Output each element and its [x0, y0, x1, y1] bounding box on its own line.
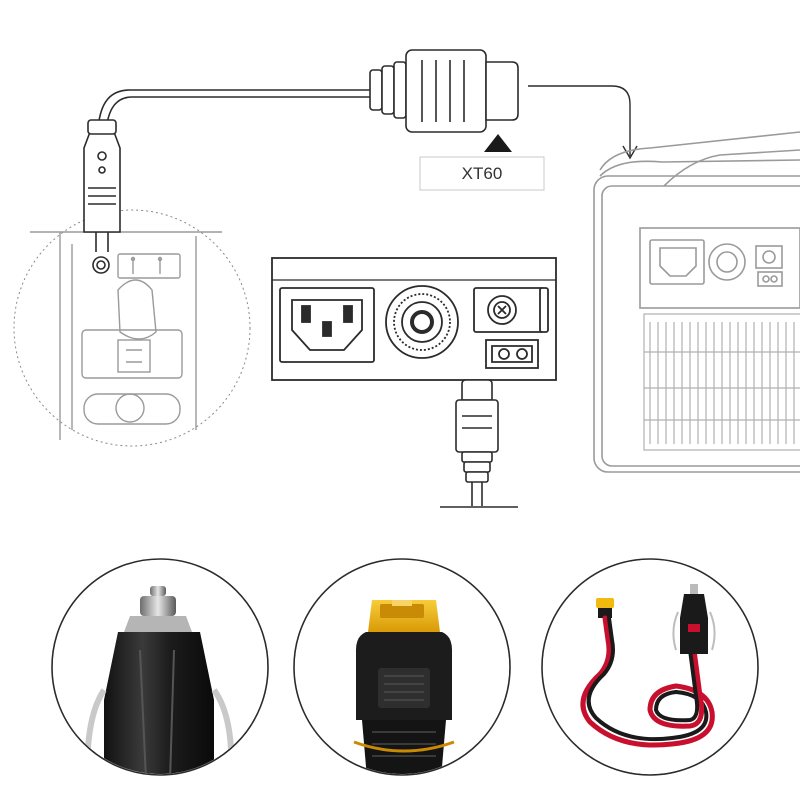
pointer-triangle: [484, 134, 512, 152]
main-cable: [97, 89, 372, 133]
connection-arrow: [528, 85, 638, 160]
xt60-label: XT60: [462, 164, 503, 183]
car-plug-drawing: [83, 119, 121, 274]
photo-car-plug-closeup: [51, 558, 269, 776]
xt60-connector-drawing: [369, 49, 519, 133]
dc-socket-drawing: [385, 285, 459, 359]
photo-xt60-closeup: [293, 558, 511, 776]
car-console-drawing: [13, 209, 251, 447]
photo-full-cable: [541, 558, 759, 776]
xt60-plug-lower-drawing: [440, 379, 518, 508]
port-panel-drawing: [271, 257, 557, 381]
power-station-vent-grille: [643, 313, 800, 451]
power-station-drawing: [593, 131, 800, 473]
xt60-label-box: [419, 156, 545, 191]
